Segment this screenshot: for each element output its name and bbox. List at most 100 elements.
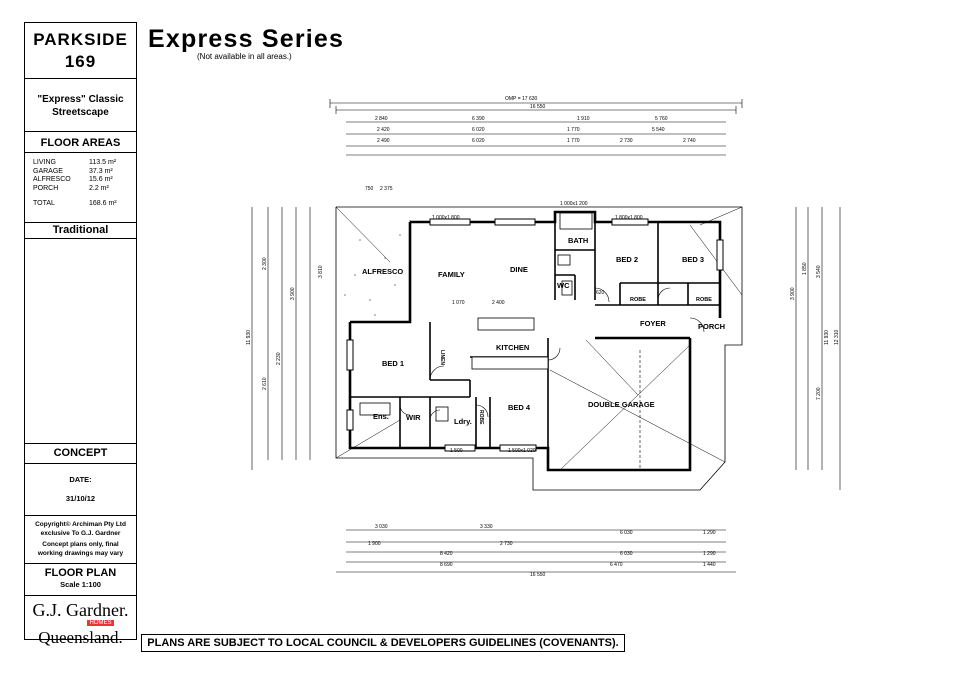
design-name: PARKSIDE	[33, 30, 128, 49]
dim-text: 1 290	[703, 530, 716, 536]
floor-areas-heading: FLOOR AREAS	[40, 137, 121, 149]
brand-logo: G.J. Gardner.	[25, 600, 136, 621]
room-label: ROBE	[630, 297, 646, 303]
room-label: ALFRESCO	[362, 267, 403, 276]
dim-text: 3 540	[816, 265, 822, 278]
room-label: BED 1	[382, 359, 404, 368]
room-label: BATH	[568, 236, 588, 245]
dim-text: 1 910	[577, 116, 590, 122]
brand-logo-tag: HOMES	[87, 620, 114, 626]
dim-text: 2 490	[377, 138, 390, 144]
windows	[346, 218, 724, 452]
dim-text: 2 840	[375, 116, 388, 122]
dim-text: 6 020	[472, 138, 485, 144]
dimension-text: OMP = 17 630 16 550 2 840 6 390 1 910 5 …	[246, 96, 840, 578]
dim-text: 8 690	[440, 562, 453, 568]
dim-text: 16 550	[530, 572, 546, 578]
room-label: BED 3	[682, 255, 704, 264]
copyright-note: Copyright© Archiman Pty Ltd exclusive To…	[35, 521, 126, 537]
dim-text: 2 420	[377, 127, 390, 133]
dim-text: 2 730	[620, 138, 633, 144]
room-label: KITCHEN	[496, 343, 529, 352]
dim-text: 2 400	[492, 300, 505, 306]
dim-text: 6 390	[472, 116, 485, 122]
room-label: ROBE	[478, 410, 484, 425]
dim-text: 6 020	[472, 127, 485, 133]
design-number: 169	[64, 52, 97, 71]
dim-text: 11 930	[246, 330, 252, 345]
room-labels: ALFRESCO FAMILY DINE BATH BED 2 BED 3 WC…	[362, 236, 725, 426]
dim-text: 16 550	[530, 104, 546, 110]
dim-text: 3 330	[480, 524, 493, 530]
room-label: PORCH	[698, 322, 725, 331]
dim-text: 1 500	[450, 448, 463, 454]
dim-text: 2 230	[276, 352, 282, 365]
dim-text: 3 900	[790, 287, 796, 300]
dim-text: 2 740	[683, 138, 696, 144]
dim-text: 6 030	[620, 530, 633, 536]
dim-text: 2 300	[262, 257, 268, 270]
dim-text: 620	[596, 290, 605, 296]
dim-text: 1 070	[452, 300, 465, 306]
dim-text: 3 900	[290, 287, 296, 300]
room-label: WIR	[406, 413, 421, 422]
stage-label: CONCEPT	[53, 447, 108, 459]
dim-text: 1 440	[703, 562, 716, 568]
room-label: BED 2	[616, 255, 638, 264]
plan-label: FLOOR PLAN	[44, 567, 117, 579]
scale-label: Scale 1:100	[60, 580, 101, 589]
dim-text: 8 420	[440, 551, 453, 557]
room-label: Ens.	[373, 412, 389, 421]
room-label: ROBE	[696, 297, 712, 303]
roof-outline	[335, 206, 743, 491]
room-label: WC	[557, 281, 570, 290]
room-label: FAMILY	[438, 270, 465, 279]
dim-text: 2 375	[380, 186, 393, 192]
room-label: Ldry.	[454, 417, 472, 426]
dim-text: 750	[365, 186, 374, 192]
dim-text: 2 730	[500, 541, 513, 547]
style-name: Traditional	[52, 224, 109, 236]
dim-text: 1 770	[567, 138, 580, 144]
dim-text: 1 500x1 020	[508, 448, 536, 454]
dim-text: 12 310	[834, 329, 840, 345]
dim-text: 2 610	[262, 377, 268, 390]
room-label: FOYER	[640, 319, 666, 328]
dim-text: 5 540	[652, 127, 665, 133]
brand-logo-line2: Queensland.	[38, 628, 123, 647]
dim-text: 3 810	[318, 265, 324, 278]
dim-text: OMP = 17 630	[505, 96, 538, 102]
door-swings	[399, 287, 705, 421]
dim-text: 1 850	[802, 262, 808, 275]
dim-text: 7 200	[816, 387, 822, 400]
dim-text: 6 030	[620, 551, 633, 557]
dim-text: 6 470	[610, 562, 623, 568]
series-title: Express Series	[148, 25, 345, 53]
alfresco-texture	[344, 234, 401, 316]
room-label: LINEN	[439, 350, 445, 365]
external-walls	[348, 210, 722, 472]
roof-hips	[335, 206, 743, 471]
title-block: PARKSIDE 169 "Express" Classic Streetsca…	[24, 22, 137, 647]
dim-text: 1 900	[368, 541, 381, 547]
dim-text: 5 760	[655, 116, 668, 122]
dim-text: 1 770	[567, 127, 580, 133]
disclaimer-note: Concept plans only, final working drawin…	[37, 541, 124, 557]
facade-name: "Express" Classic Streetscape	[37, 94, 124, 118]
dim-text: 1 000x1 800	[432, 215, 460, 221]
series-note: (Not available in all areas.)	[197, 52, 292, 61]
room-label: DOUBLE GARAGE	[588, 400, 655, 409]
brand-logo-line1: G.J. Gardner.	[32, 600, 129, 620]
date-label: DATE:	[69, 475, 92, 484]
dim-text: 1 000x1 200	[560, 201, 588, 207]
covenant-notice: PLANS ARE SUBJECT TO LOCAL COUNCIL & DEV…	[141, 634, 625, 652]
dim-text: 1 800x1 800	[615, 215, 643, 221]
dim-text: 1 290	[703, 551, 716, 557]
room-label: DINE	[510, 265, 528, 274]
